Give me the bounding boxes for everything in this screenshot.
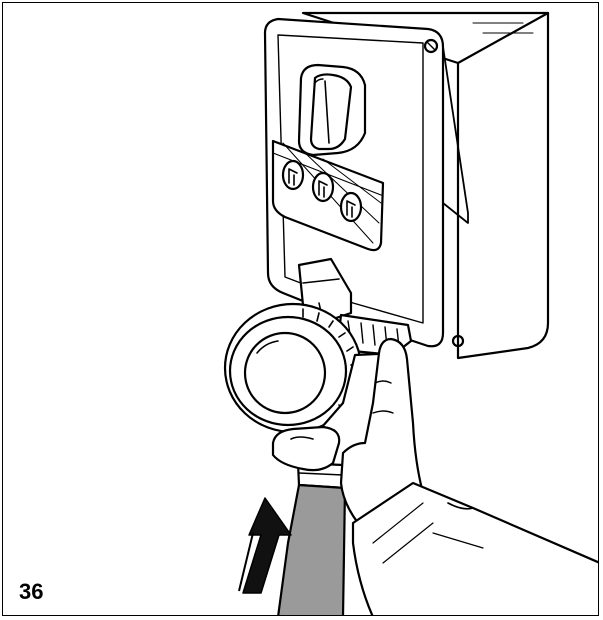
figure-number: 36	[19, 579, 44, 604]
up-arrow-icon	[238, 497, 292, 594]
power-socket-icon	[311, 171, 335, 203]
illustration	[223, 11, 598, 615]
sleeve	[351, 481, 598, 615]
rotary-knob-icon	[297, 63, 367, 157]
hose	[277, 483, 347, 615]
hand-left	[271, 425, 341, 472]
power-socket-icon	[339, 191, 363, 223]
socket-panel	[271, 139, 385, 252]
wall-box-housing	[301, 11, 550, 360]
plug-cap	[223, 302, 363, 434]
power-socket-icon	[281, 159, 305, 191]
